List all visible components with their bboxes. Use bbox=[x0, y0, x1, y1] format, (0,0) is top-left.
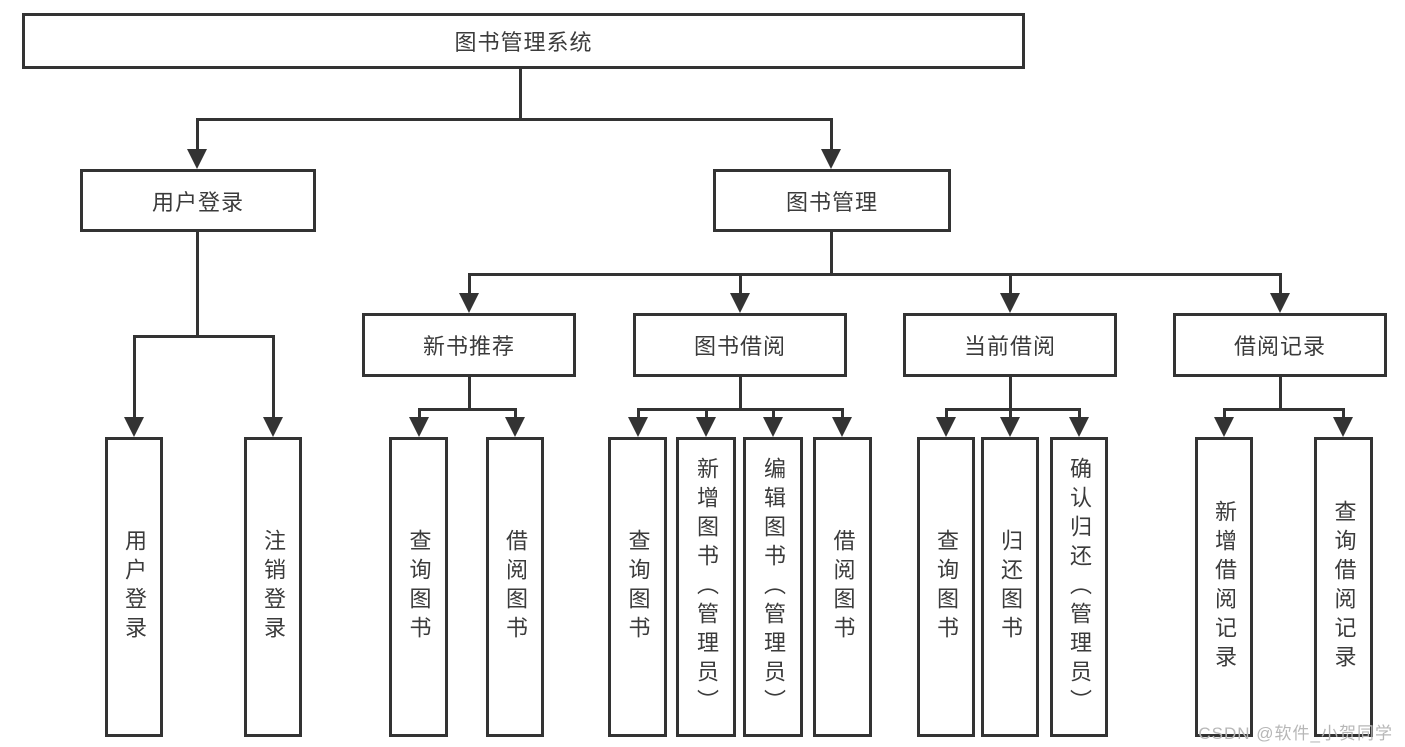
leaf-confirm-return-admin-label: 确认归还（管理员） bbox=[1067, 456, 1092, 718]
arrowhead-down-icon bbox=[1270, 293, 1290, 313]
connector-stem bbox=[739, 377, 742, 408]
connector-to-user-login bbox=[196, 118, 199, 151]
arrowhead-down-icon bbox=[459, 293, 479, 313]
connector-to-leaf bbox=[1009, 408, 1012, 421]
connector-user-login-branch bbox=[133, 335, 274, 338]
connector-to-leaf bbox=[841, 408, 844, 421]
connector-to-leaf bbox=[945, 408, 948, 421]
connector-to-leaf bbox=[705, 408, 708, 421]
arrowhead-down-icon bbox=[696, 417, 716, 437]
node-library-system: 图书管理系统 bbox=[22, 13, 1025, 69]
node-user-login-label: 用户登录 bbox=[151, 189, 244, 215]
node-current-borrowing-label: 当前借阅 bbox=[963, 334, 1056, 359]
node-book-borrowing: 图书借阅 bbox=[633, 313, 847, 377]
connector-book-management-stem bbox=[830, 232, 833, 273]
leaf-borrow-books-recommend-label: 借阅图书 bbox=[503, 529, 528, 645]
leaf-borrow-books-label: 借阅图书 bbox=[830, 529, 856, 645]
node-new-book-recommend-label: 新书推荐 bbox=[422, 334, 515, 359]
arrowhead-down-icon bbox=[263, 417, 283, 437]
connector-to-level3 bbox=[739, 273, 742, 295]
connector-to-level3 bbox=[468, 273, 471, 295]
connector-to-leaf bbox=[772, 408, 775, 421]
arrowhead-down-icon bbox=[1214, 417, 1234, 437]
leaf-query-books-borrowing-label: 查询图书 bbox=[625, 529, 651, 645]
node-user-login: 用户登录 bbox=[80, 169, 316, 232]
connector-book-management-branch bbox=[468, 273, 1281, 276]
connector-to-leaf bbox=[272, 335, 275, 419]
leaf-query-books-current: 查询图书 bbox=[917, 437, 975, 737]
arrowhead-down-icon bbox=[821, 149, 841, 169]
node-book-management: 图书管理 bbox=[713, 169, 951, 232]
connector-root-stem bbox=[519, 69, 522, 118]
leaf-query-books-recommend: 查询图书 bbox=[389, 437, 448, 737]
arrowhead-down-icon bbox=[936, 417, 956, 437]
leaf-logout: 注销登录 bbox=[244, 437, 302, 737]
leaf-user-login: 用户登录 bbox=[105, 437, 163, 737]
connector-root-branch bbox=[196, 118, 833, 121]
connector-stem bbox=[468, 377, 471, 408]
leaf-logout-label: 注销登录 bbox=[261, 529, 286, 645]
node-current-borrowing: 当前借阅 bbox=[903, 313, 1117, 377]
arrowhead-down-icon bbox=[832, 417, 852, 437]
connector-to-leaf bbox=[1223, 408, 1226, 421]
connector-to-leaf bbox=[637, 408, 640, 421]
leaf-query-books-recommend-label: 查询图书 bbox=[406, 529, 432, 645]
watermark: CSDN @软件_小贺同学 bbox=[1198, 724, 1393, 743]
connector-branch bbox=[945, 408, 1080, 411]
node-library-system-label: 图书管理系统 bbox=[454, 30, 593, 55]
leaf-edit-book-admin-label: 编辑图书（管理员） bbox=[761, 456, 786, 718]
leaf-return-books-label: 归还图书 bbox=[998, 529, 1023, 645]
connector-to-leaf bbox=[133, 335, 136, 419]
arrowhead-down-icon bbox=[187, 149, 207, 169]
connector-branch bbox=[1223, 408, 1344, 411]
node-new-book-recommend: 新书推荐 bbox=[362, 313, 576, 377]
leaf-user-login-label: 用户登录 bbox=[122, 529, 147, 645]
node-book-management-label: 图书管理 bbox=[785, 189, 878, 215]
connector-to-level3 bbox=[1279, 273, 1282, 295]
arrowhead-down-icon bbox=[1000, 293, 1020, 313]
arrowhead-down-icon bbox=[124, 417, 144, 437]
leaf-borrow-books-recommend: 借阅图书 bbox=[486, 437, 544, 737]
leaf-add-book-admin-label: 新增图书（管理员） bbox=[694, 456, 719, 718]
connector-to-leaf bbox=[1078, 408, 1081, 421]
connector-to-book-management bbox=[830, 118, 833, 151]
node-book-borrowing-label: 图书借阅 bbox=[693, 334, 786, 359]
arrowhead-down-icon bbox=[505, 417, 525, 437]
arrowhead-down-icon bbox=[1000, 417, 1020, 437]
connector-to-leaf bbox=[1342, 408, 1345, 421]
leaf-add-borrow-record: 新增借阅记录 bbox=[1195, 437, 1253, 737]
connector-to-leaf bbox=[418, 408, 421, 421]
connector-user-login-stem bbox=[196, 232, 199, 335]
connector-to-level3 bbox=[1009, 273, 1012, 295]
connector-branch bbox=[637, 408, 843, 411]
connector-stem bbox=[1009, 377, 1012, 408]
arrowhead-down-icon bbox=[409, 417, 429, 437]
arrowhead-down-icon bbox=[763, 417, 783, 437]
arrowhead-down-icon bbox=[730, 293, 750, 313]
leaf-query-borrow-record: 查询借阅记录 bbox=[1314, 437, 1373, 737]
leaf-borrow-books: 借阅图书 bbox=[813, 437, 872, 737]
node-borrowing-records: 借阅记录 bbox=[1173, 313, 1387, 377]
arrowhead-down-icon bbox=[628, 417, 648, 437]
connector-stem bbox=[1279, 377, 1282, 408]
node-borrowing-records-label: 借阅记录 bbox=[1233, 334, 1326, 359]
leaf-query-books-current-label: 查询图书 bbox=[934, 529, 959, 645]
arrowhead-down-icon bbox=[1069, 417, 1089, 437]
leaf-add-book-admin: 新增图书（管理员） bbox=[676, 437, 736, 737]
leaf-edit-book-admin: 编辑图书（管理员） bbox=[743, 437, 803, 737]
connector-to-leaf bbox=[514, 408, 517, 421]
connector-branch bbox=[418, 408, 516, 411]
leaf-return-books: 归还图书 bbox=[981, 437, 1039, 737]
leaf-query-borrow-record-label: 查询借阅记录 bbox=[1331, 500, 1357, 674]
leaf-confirm-return-admin: 确认归还（管理员） bbox=[1050, 437, 1108, 737]
leaf-add-borrow-record-label: 新增借阅记录 bbox=[1212, 500, 1237, 674]
arrowhead-down-icon bbox=[1333, 417, 1353, 437]
leaf-query-books-borrowing: 查询图书 bbox=[608, 437, 667, 737]
